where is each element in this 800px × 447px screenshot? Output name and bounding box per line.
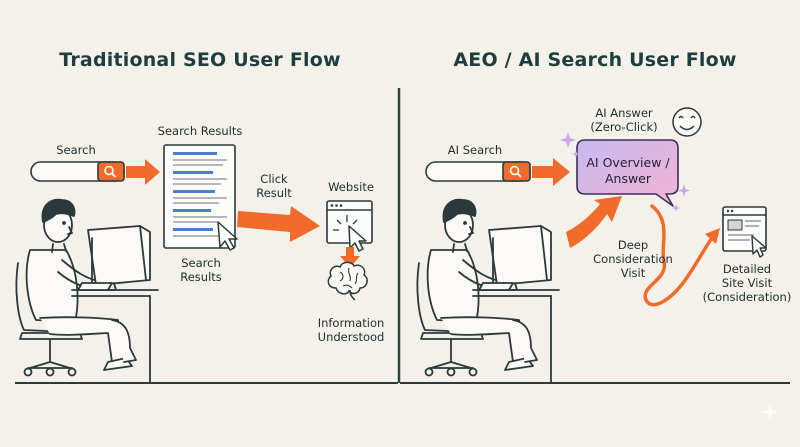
brain-icon bbox=[327, 261, 368, 301]
cursor-icon bbox=[217, 221, 238, 251]
ai-search-bar bbox=[425, 161, 531, 182]
left-title: Traditional SEO User Flow bbox=[59, 49, 341, 71]
person-at-desk-left bbox=[15, 198, 159, 384]
search-results-label: Search Results bbox=[157, 124, 243, 138]
deep-visit-line3: Visit bbox=[620, 266, 646, 280]
arrow-results-to-website bbox=[237, 206, 320, 242]
click-label-line2: Result bbox=[256, 186, 292, 200]
website-label: Website bbox=[328, 180, 374, 194]
arrow-head-detailed bbox=[705, 228, 720, 244]
detailed-site-window bbox=[722, 206, 767, 258]
detailed-visit-line1: Detailed bbox=[722, 262, 772, 276]
detailed-visit-line3: (Consideration) bbox=[702, 290, 792, 304]
sparkle-icon bbox=[560, 132, 690, 212]
bubble-text-line2: Answer bbox=[604, 171, 652, 186]
arrow-search-to-results bbox=[126, 159, 160, 185]
arrow-to-deep-visit bbox=[566, 196, 622, 248]
sparkle-icon bbox=[762, 404, 778, 420]
info-label-line2: Understood bbox=[317, 330, 385, 344]
info-label-line1: Information bbox=[317, 316, 385, 330]
search-label: Search bbox=[56, 143, 96, 157]
website-window bbox=[326, 200, 373, 252]
ai-search-label: AI Search bbox=[447, 143, 503, 157]
person-at-desk-right bbox=[416, 198, 560, 384]
ai-answer-label-line1: AI Answer bbox=[595, 106, 653, 120]
ai-answer-label-line2: (Zero-Click) bbox=[590, 120, 658, 134]
bubble-text-line1: AI Overview / bbox=[586, 155, 670, 170]
ai-answer-bubble bbox=[576, 139, 679, 207]
results-bottom-line2: Results bbox=[180, 270, 222, 284]
search-bar bbox=[30, 161, 125, 182]
click-label-line1: Click bbox=[260, 172, 288, 186]
search-icon bbox=[104, 165, 117, 178]
search-results-page bbox=[163, 144, 236, 249]
arrow-to-detailed-visit bbox=[643, 204, 714, 307]
arrow-search-to-answer bbox=[532, 158, 570, 186]
search-icon bbox=[509, 165, 522, 178]
right-title: AEO / AI Search User Flow bbox=[453, 49, 737, 71]
arrow-website-to-info bbox=[340, 247, 360, 268]
detailed-visit-line2: Site Visit bbox=[721, 276, 773, 290]
deep-visit-line1: Deep bbox=[617, 238, 649, 252]
deep-visit-line2: Consideration bbox=[593, 252, 673, 266]
smiley-icon bbox=[672, 107, 702, 137]
results-bottom-line1: Search bbox=[181, 256, 221, 270]
